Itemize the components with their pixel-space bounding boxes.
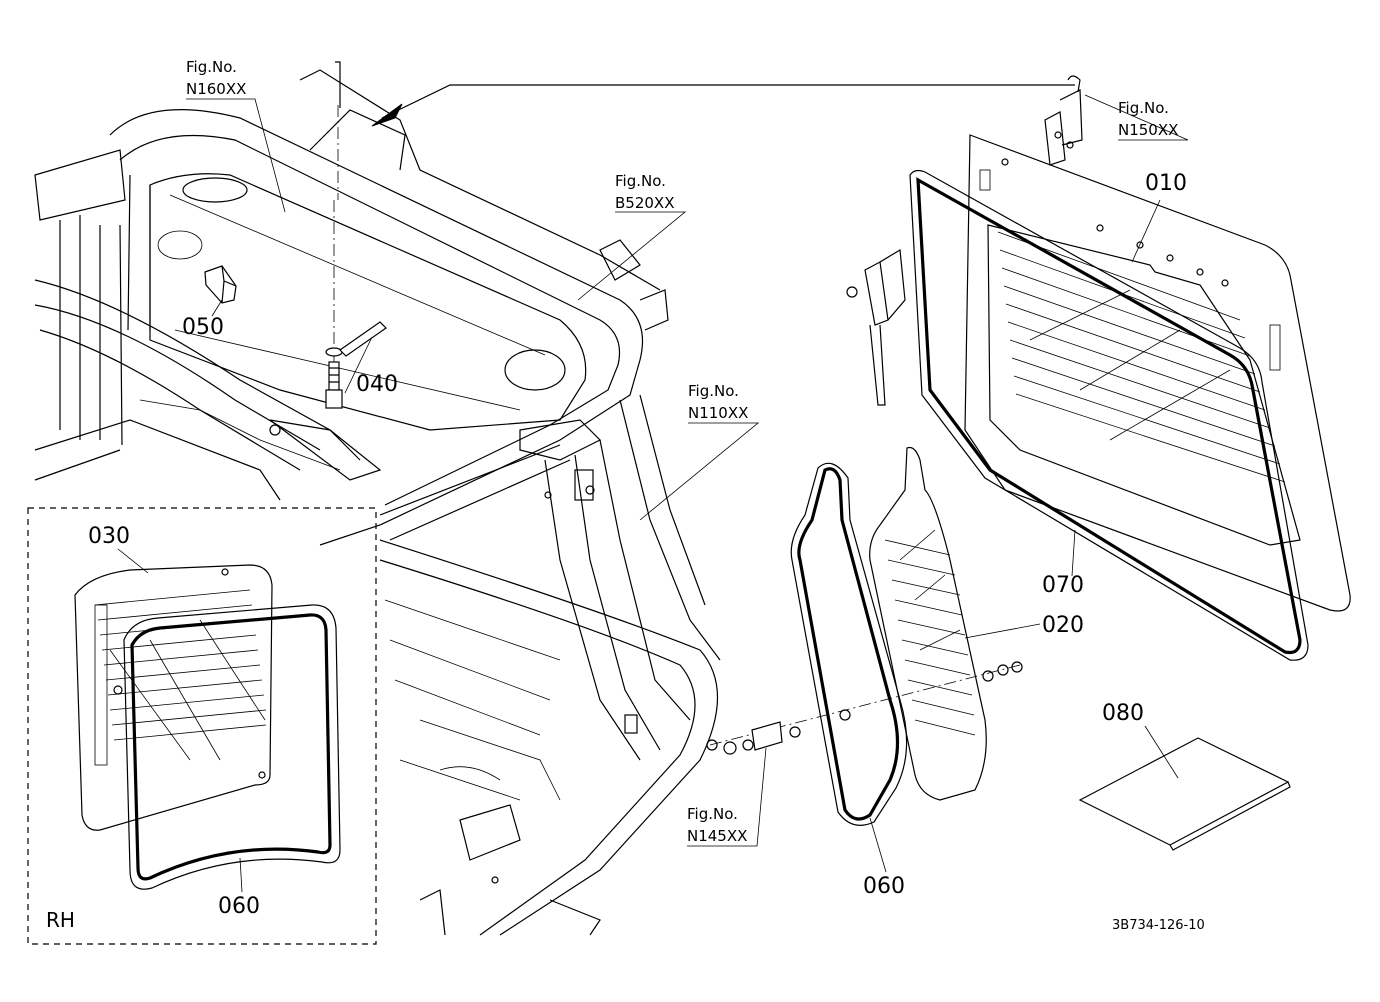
part-010-rear-glass (964, 134, 1351, 612)
hinge-hardware (706, 661, 1023, 755)
figure-ref-n145: Fig.No. N145XX (687, 805, 747, 845)
part-080-label-sheet (1078, 737, 1291, 851)
svg-text:B520XX: B520XX (615, 194, 674, 212)
figure-ref-b520: Fig.No. B520XX (615, 172, 674, 212)
part-070-weatherstrip (909, 169, 1309, 661)
top-pin (335, 61, 341, 108)
svg-text:Fig.No.: Fig.No. (687, 805, 738, 823)
leader-lines (117, 94, 1189, 893)
figure-ref-n150: Fig.No. N150XX (1118, 99, 1178, 139)
part-060-side-weatherstrip (790, 462, 908, 826)
part-020-side-glass (869, 446, 987, 801)
part-040-bolt (325, 105, 387, 409)
part-050-switch (204, 265, 237, 304)
figure-ref-n160: Fig.No. N160XX (186, 58, 246, 98)
drawing-code: 3B734-126-10 (1112, 918, 1205, 933)
svg-text:Fig.No.: Fig.No. (186, 58, 237, 76)
part-label-030: 030 (88, 524, 130, 549)
part-label-020: 020 (1042, 613, 1084, 638)
svg-text:Fig.No.: Fig.No. (1118, 99, 1169, 117)
svg-text:N150XX: N150XX (1118, 121, 1178, 139)
svg-text:Fig.No.: Fig.No. (615, 172, 666, 190)
part-label-060-main: 060 (863, 874, 905, 899)
svg-text:N110XX: N110XX (688, 404, 748, 422)
part-label-050: 050 (182, 315, 224, 340)
figure-ref-n110: Fig.No. N110XX (688, 382, 748, 422)
part-label-010: 010 (1145, 171, 1187, 196)
part-label-060-inset: 060 (218, 894, 260, 919)
hinge-bracket (846, 75, 1083, 406)
part-label-040: 040 (356, 372, 398, 397)
part-label-080: 080 (1102, 701, 1144, 726)
inset-label-rh: RH (46, 908, 75, 932)
svg-text:Fig.No.: Fig.No. (688, 382, 739, 400)
rh-inset (27, 507, 377, 945)
cab-frame (34, 69, 721, 936)
reference-arrow (371, 84, 1075, 127)
svg-text:N160XX: N160XX (186, 80, 246, 98)
part-label-070: 070 (1042, 573, 1084, 598)
svg-text:N145XX: N145XX (687, 827, 747, 845)
